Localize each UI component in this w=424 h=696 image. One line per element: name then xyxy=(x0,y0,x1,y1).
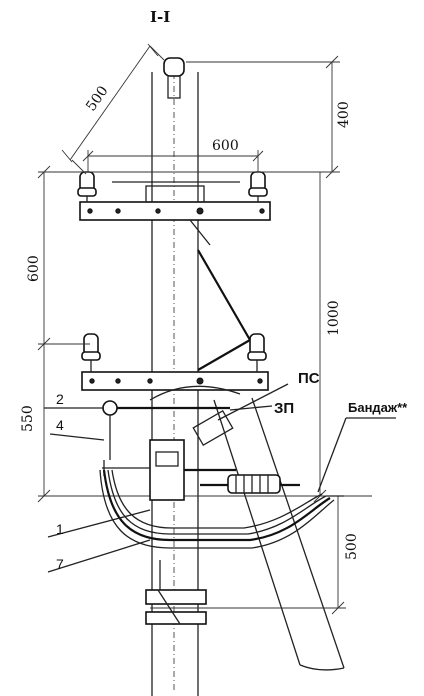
dim-600-vertical-label: 600 xyxy=(26,255,42,282)
ring-fitting xyxy=(102,400,118,416)
dim-500-vertical: 500 xyxy=(150,496,360,615)
label-ps: ПС xyxy=(298,370,320,387)
upper-insulators xyxy=(77,171,268,202)
label-7: 7 xyxy=(56,556,64,572)
dim-1000-label: 1000 xyxy=(326,300,342,336)
label-zp: ЗП xyxy=(274,400,294,417)
dim-500-diagonal-label: 500 xyxy=(83,83,111,114)
dim-600-horizontal-label: 600 xyxy=(212,138,239,154)
label-1: 1 xyxy=(56,521,64,537)
dim-1000: 1000 xyxy=(313,172,342,503)
label-4: 4 xyxy=(56,417,64,433)
lower-crossarm xyxy=(81,371,269,391)
equipment-assembly xyxy=(102,385,300,501)
dim-500-vertical-label: 500 xyxy=(344,533,360,560)
dim-600-horizontal: 600 xyxy=(82,138,264,172)
leader-lines xyxy=(44,383,396,573)
cable-loop xyxy=(99,469,344,549)
lower-insulators xyxy=(81,333,267,372)
bottom-clamp xyxy=(145,560,207,625)
section-title: I-I xyxy=(150,8,170,26)
dim-500-diagonal: 500 xyxy=(61,43,165,175)
label-bandage: Бандаж** xyxy=(348,400,408,415)
dim-550-label: 550 xyxy=(20,405,36,432)
dim-400: 400 xyxy=(186,55,352,179)
dim-400-label: 400 xyxy=(336,101,352,128)
pole-top-insulator xyxy=(163,57,185,99)
brace-rods xyxy=(189,219,251,371)
label-2: 2 xyxy=(56,391,64,407)
cable-termination xyxy=(227,474,281,494)
upper-crossarm xyxy=(79,181,271,221)
dim-550: 550 xyxy=(20,344,51,503)
